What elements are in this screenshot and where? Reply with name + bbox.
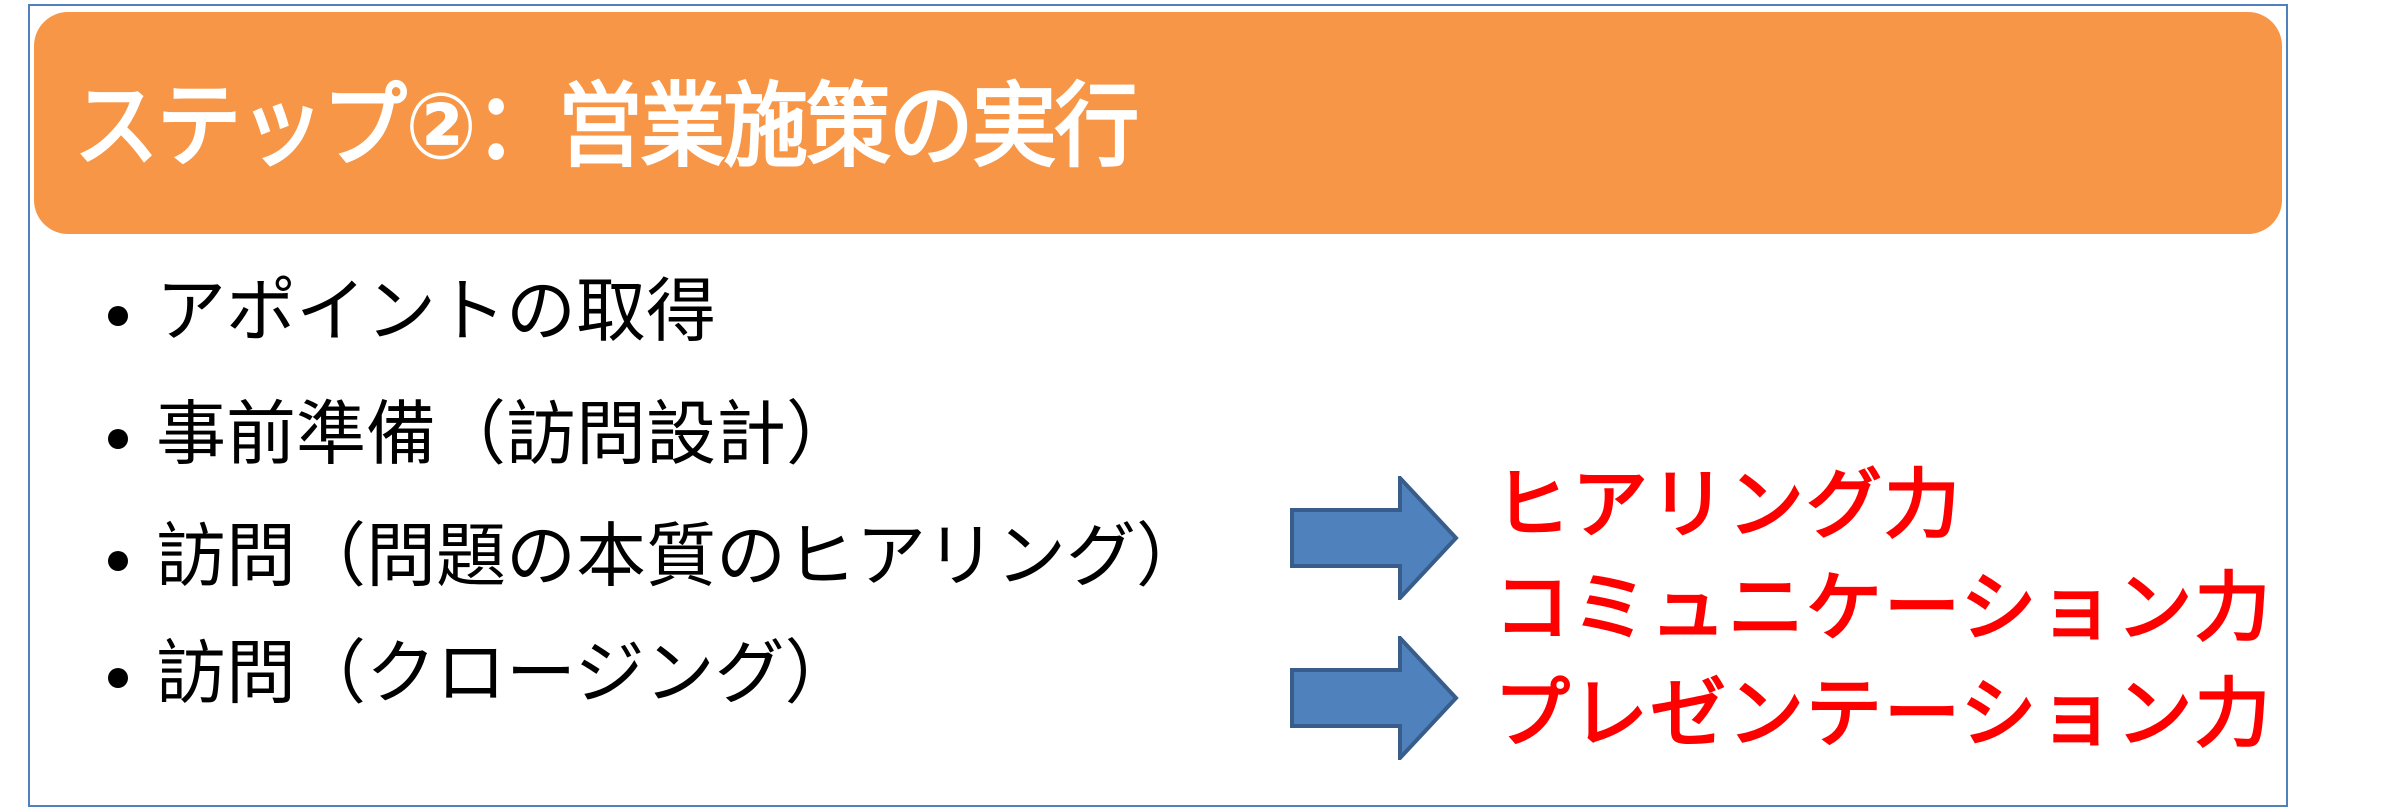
bullet-text: 訪問（問題の本質のヒアリング） [156,515,1206,597]
bullet-text: アポイントの取得 [156,270,716,352]
right-arrow-icon [1290,636,1459,760]
bullet-dot-icon [108,550,128,571]
bullet-item: 訪問（問題の本質のヒアリング） [108,500,1206,601]
skill-label: コミュニケーション力 [1494,563,2273,652]
bullet-dot-icon [108,305,128,326]
skill-label: プレゼンテーション力 [1494,669,2273,758]
bullet-item: 事前準備（訪問設計） [108,378,856,479]
bullet-item: アポイントの取得 [108,255,716,356]
bullet-text: 訪問（クロージング） [156,632,855,714]
slide-frame [28,4,2288,807]
bullet-dot-icon [108,667,128,688]
bullet-dot-icon [108,428,128,449]
skill-label: ヒアリング力 [1494,460,1962,549]
bullet-item: 訪問（クロージング） [108,617,855,718]
bullet-text: 事前準備（訪問設計） [156,393,856,475]
title-banner [34,12,2282,234]
slide-title: ステップ②：営業施策の実行 [74,73,1139,180]
right-arrow-icon [1290,476,1459,600]
